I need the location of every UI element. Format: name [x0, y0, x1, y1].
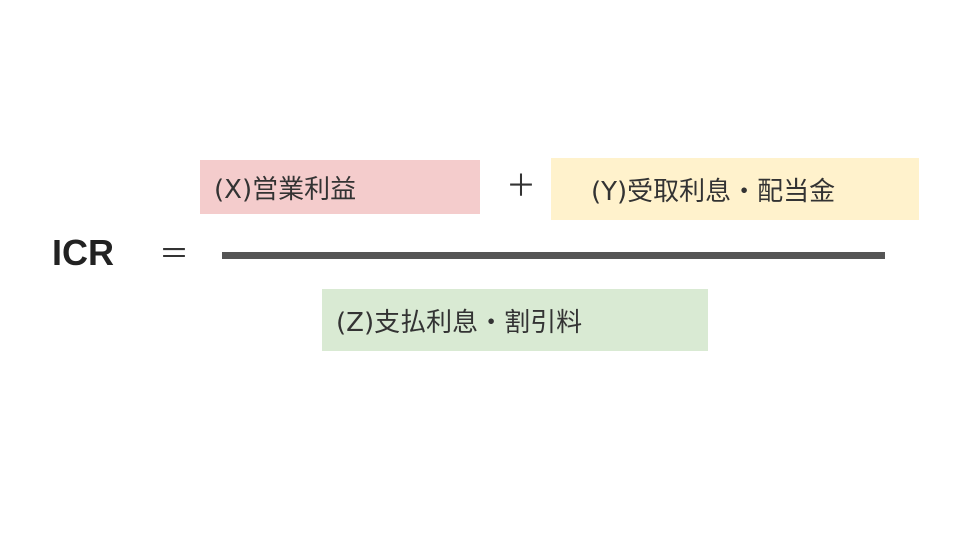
term-y-interest-dividends: (Y)受取利息・配当金 — [551, 158, 919, 220]
icr-label: ICR — [52, 232, 114, 273]
term-x-label: (X)営業利益 — [214, 174, 357, 205]
term-z-label: (Z)支払利息・割引料 — [336, 307, 583, 338]
term-y-label: (Y)受取利息・配当金 — [591, 176, 836, 207]
term-z-interest-paid: (Z)支払利息・割引料 — [322, 289, 708, 351]
equals-sign: ＝ — [159, 237, 189, 272]
term-x-operating-income: (X)営業利益 — [200, 160, 480, 214]
plus-sign: ＋ — [506, 169, 536, 204]
fraction-bar — [222, 252, 885, 259]
